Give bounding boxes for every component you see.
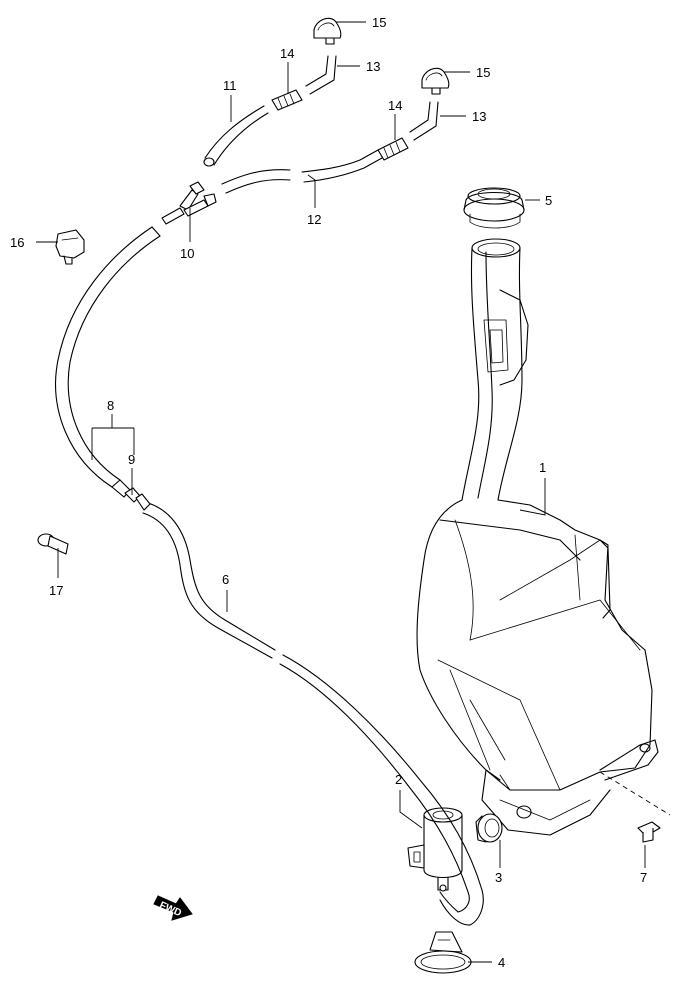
callout-16: 16 <box>10 235 24 250</box>
callout-13-right: 13 <box>472 109 486 124</box>
check-valve-right <box>377 137 409 161</box>
bolt <box>599 771 671 843</box>
callout-5: 5 <box>545 193 552 208</box>
fwd-arrow: FWD <box>153 895 193 921</box>
hose-clamp <box>414 931 472 974</box>
callout-12: 12 <box>307 212 321 227</box>
left-hose <box>55 226 161 488</box>
callout-labels: 1 2 3 4 5 6 7 8 9 10 11 12 13 13 14 14 1… <box>10 15 647 970</box>
callout-14-left: 14 <box>280 46 294 61</box>
callout-17: 17 <box>49 583 63 598</box>
main-hose <box>142 502 484 926</box>
hose-clip <box>55 229 85 265</box>
y-joint <box>161 181 217 225</box>
leader-lines <box>36 21 646 963</box>
callout-14-right: 14 <box>388 98 402 113</box>
elbow-right <box>409 101 439 141</box>
washer-pump <box>407 807 463 892</box>
hose-joint <box>111 479 151 511</box>
elbow-left <box>305 55 337 95</box>
washer-tank <box>416 238 659 836</box>
callout-15-right: 15 <box>476 65 490 80</box>
callout-6: 6 <box>222 572 229 587</box>
check-valve-left <box>271 89 303 111</box>
callout-3: 3 <box>495 870 502 885</box>
callout-9: 9 <box>128 452 135 467</box>
hose-12 <box>221 149 383 194</box>
filler-cap <box>463 187 525 229</box>
callout-8: 8 <box>107 398 114 413</box>
push-rivet <box>37 533 69 555</box>
callout-13-left: 13 <box>366 59 380 74</box>
callout-4: 4 <box>498 955 505 970</box>
callout-2: 2 <box>395 772 402 787</box>
callout-10: 10 <box>180 246 194 261</box>
grommet <box>475 813 503 843</box>
callout-11: 11 <box>223 78 237 93</box>
nozzle-right <box>421 67 450 95</box>
hose-11 <box>203 105 269 167</box>
callout-7: 7 <box>640 870 647 885</box>
callout-15-left: 15 <box>372 15 386 30</box>
callout-1: 1 <box>539 460 546 475</box>
